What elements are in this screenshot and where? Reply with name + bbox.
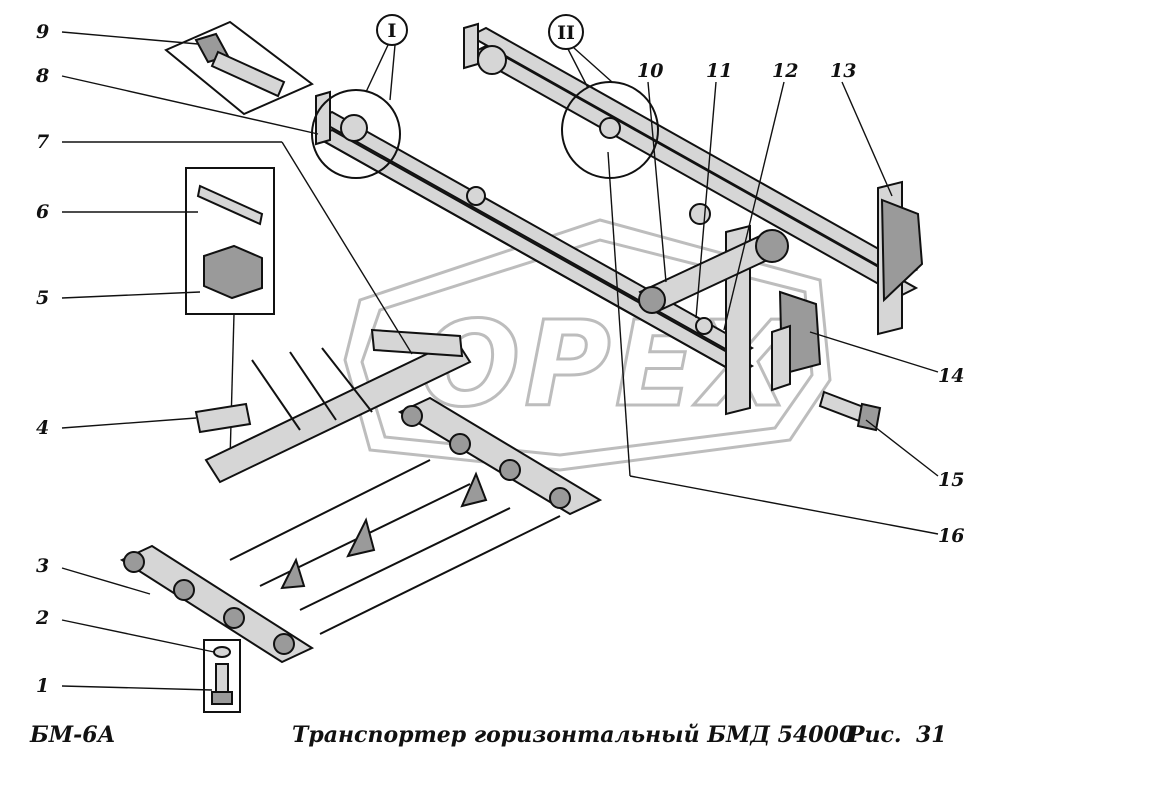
- conveyor-slats: [229, 459, 561, 635]
- detail-label-I: I: [388, 20, 397, 42]
- callout-11: 11: [706, 60, 732, 82]
- footer-fig-label: Рис.: [848, 722, 902, 748]
- detail-circle-I: I: [311, 14, 408, 179]
- conveyor-chain-upper: [397, 396, 603, 516]
- callout-14: 14: [938, 365, 964, 387]
- bolt-9-detail: [164, 20, 314, 116]
- callout-2: 2: [35, 607, 49, 629]
- callout-9: 9: [36, 21, 49, 43]
- callout-5: 5: [36, 287, 49, 309]
- callout-15: 15: [938, 469, 964, 491]
- bolt-1-washer-2: [203, 639, 241, 713]
- leader-lines: [61, 31, 939, 691]
- side-plate-bracket: [771, 324, 791, 392]
- callout-4: 4: [36, 417, 49, 439]
- bolt-15: [818, 390, 882, 432]
- callout-1: 1: [36, 675, 49, 697]
- footer-model: БМ-6А: [30, 722, 116, 748]
- callout-13: 13: [830, 60, 856, 82]
- callout-12: 12: [772, 60, 798, 82]
- callout-8: 8: [35, 65, 49, 87]
- callout-7: 7: [36, 131, 49, 153]
- footer-title: Транспортер горизонтальный БМД 54000: [292, 722, 855, 748]
- callout-labels: 1 2 3 4 5 6 7 8 9 10 11 12 13 14 15 16: [35, 21, 964, 697]
- callout-16: 16: [938, 525, 964, 547]
- footer-fig-number: 31: [916, 722, 947, 748]
- conveyor-chain-lower: [119, 544, 315, 664]
- side-plate-13: [880, 198, 924, 303]
- detail-label-II: II: [557, 22, 575, 44]
- slat-shaft: [194, 328, 472, 484]
- callout-10: 10: [637, 60, 663, 82]
- callout-3: 3: [36, 555, 49, 577]
- detail-box-5-6: [185, 167, 275, 461]
- callout-6: 6: [36, 201, 49, 223]
